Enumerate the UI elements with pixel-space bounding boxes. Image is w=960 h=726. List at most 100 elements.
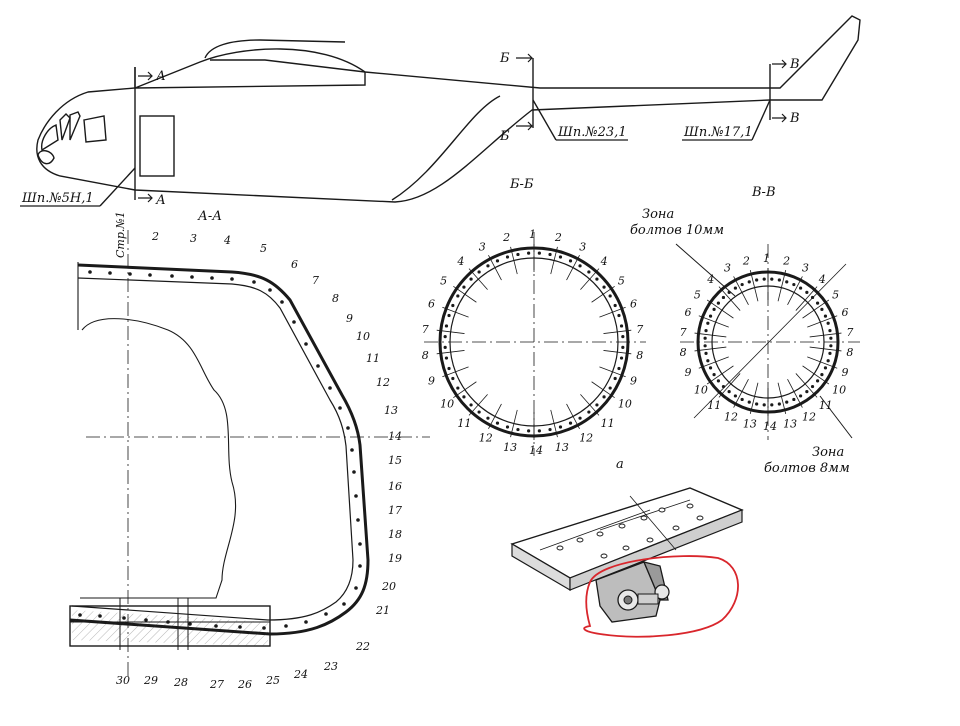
bolt-dot xyxy=(619,356,624,360)
rivet xyxy=(342,602,346,606)
stringer-tick xyxy=(580,394,600,416)
bolt-dot xyxy=(762,403,766,407)
rivet xyxy=(88,270,92,274)
bolt-dot xyxy=(451,376,455,381)
rivet-hole xyxy=(696,515,704,521)
stringer-number: 7 xyxy=(846,326,853,339)
stringer-number: 3 xyxy=(479,240,486,253)
stringer-number: 4 xyxy=(456,255,464,268)
rivet-hole xyxy=(646,537,654,543)
stringer-tick xyxy=(603,350,632,355)
bolt-dot xyxy=(792,397,796,402)
bolt-dot xyxy=(516,252,520,257)
frame-5n-label: Шп.№5Н,1 xyxy=(21,191,94,206)
stringer-number: 8 xyxy=(422,349,429,362)
rivet xyxy=(190,275,194,279)
zone-top-line2: болтов 10мм xyxy=(630,223,724,238)
rivet xyxy=(210,276,214,280)
frame-number: 19 xyxy=(388,552,402,565)
bolt-dot xyxy=(716,301,721,305)
stringer-tick xyxy=(436,350,465,355)
bolt-dot xyxy=(805,389,809,394)
frame-number: 14 xyxy=(388,430,402,443)
bolt-dot xyxy=(456,386,460,390)
bolt-dot xyxy=(708,314,713,318)
bolt-dot xyxy=(828,351,832,355)
stringer-number: 5 xyxy=(440,275,447,288)
fairing-curve xyxy=(391,95,501,201)
stringer-tick xyxy=(706,299,734,319)
bolt-dot xyxy=(469,403,473,407)
fuselage-outline xyxy=(36,15,861,203)
stringer-number: 7 xyxy=(422,323,429,336)
bolt-dot xyxy=(617,313,621,318)
frame-number: 6 xyxy=(291,258,298,271)
bolt-dot xyxy=(548,252,552,257)
bolt-dot xyxy=(608,294,612,298)
stringer-number: 11 xyxy=(707,399,721,412)
zone-top-line1: Зона xyxy=(642,207,674,222)
lower-window xyxy=(37,150,55,165)
frame-number: 3 xyxy=(190,232,197,245)
stringer-number: 9 xyxy=(842,366,849,379)
bolt-dot xyxy=(444,324,449,328)
rivet xyxy=(108,271,112,275)
rivet xyxy=(316,364,320,368)
leader-23 xyxy=(532,99,557,141)
stringer-number: 4 xyxy=(600,255,608,268)
stringer-tick xyxy=(453,381,477,398)
stringer-number: 8 xyxy=(846,346,853,359)
section-aa-drawing xyxy=(69,230,430,680)
engine-cowling xyxy=(134,48,366,89)
cockpit-window xyxy=(41,124,59,152)
stringer-number: 8 xyxy=(636,349,643,362)
stringer-number: 2 xyxy=(502,231,510,244)
zone-bottom-line2: болтов 8мм xyxy=(764,461,850,476)
stringer-tick xyxy=(749,382,759,414)
stringer-number: 7 xyxy=(680,326,687,339)
stringer-tick xyxy=(733,379,749,408)
stringer-tick xyxy=(718,373,741,398)
detail-fitting xyxy=(510,487,744,623)
bolt-dot xyxy=(537,429,541,433)
stringer-number: 6 xyxy=(428,298,435,311)
bolt-dot xyxy=(608,386,612,390)
stringer-number: 12 xyxy=(479,432,493,445)
frame-number: 17 xyxy=(388,504,402,517)
frame-number: 9 xyxy=(346,312,353,325)
bolt-dot xyxy=(602,395,606,399)
helicopter-labels: А А Б Б В В Шп.№5Н,1 Шп.№23,1 Шп.№17,1 xyxy=(21,51,800,208)
section-aa-rivets xyxy=(78,270,362,630)
rivet xyxy=(346,426,350,430)
bolt-dot xyxy=(537,251,541,255)
stringer-tick xyxy=(787,379,803,408)
helicopter-side-view xyxy=(20,15,861,207)
frame-number: 23 xyxy=(323,660,338,673)
bolt-dot xyxy=(587,410,591,414)
frame-number: 30 xyxy=(116,674,130,687)
stringer-tick xyxy=(787,276,803,305)
zone-bottom-line1: Зона xyxy=(812,445,844,460)
rivet xyxy=(214,624,218,628)
bolt-dot xyxy=(712,307,716,312)
bolt-dot xyxy=(602,285,606,289)
bolt-dot xyxy=(462,285,466,289)
bolt-dot xyxy=(815,301,820,305)
bolt-dot xyxy=(747,400,751,404)
frame-number: 24 xyxy=(293,668,308,681)
bolt-dot xyxy=(527,251,531,255)
bolt-dot xyxy=(613,303,617,308)
bolt-dot xyxy=(456,294,460,298)
stringer-number: 10 xyxy=(832,384,846,397)
stringer-number: 10 xyxy=(440,397,454,410)
bolt-dot xyxy=(444,356,449,360)
rivet xyxy=(292,320,296,324)
frame-23-label: Шп.№23,1 xyxy=(557,125,627,140)
frame-number: 16 xyxy=(388,480,402,493)
bolt-dot xyxy=(712,372,716,377)
stringer-tick xyxy=(809,346,842,352)
bolt-dot xyxy=(477,410,481,414)
stringer-number: 2 xyxy=(742,254,750,267)
bolt-dot xyxy=(740,282,744,287)
